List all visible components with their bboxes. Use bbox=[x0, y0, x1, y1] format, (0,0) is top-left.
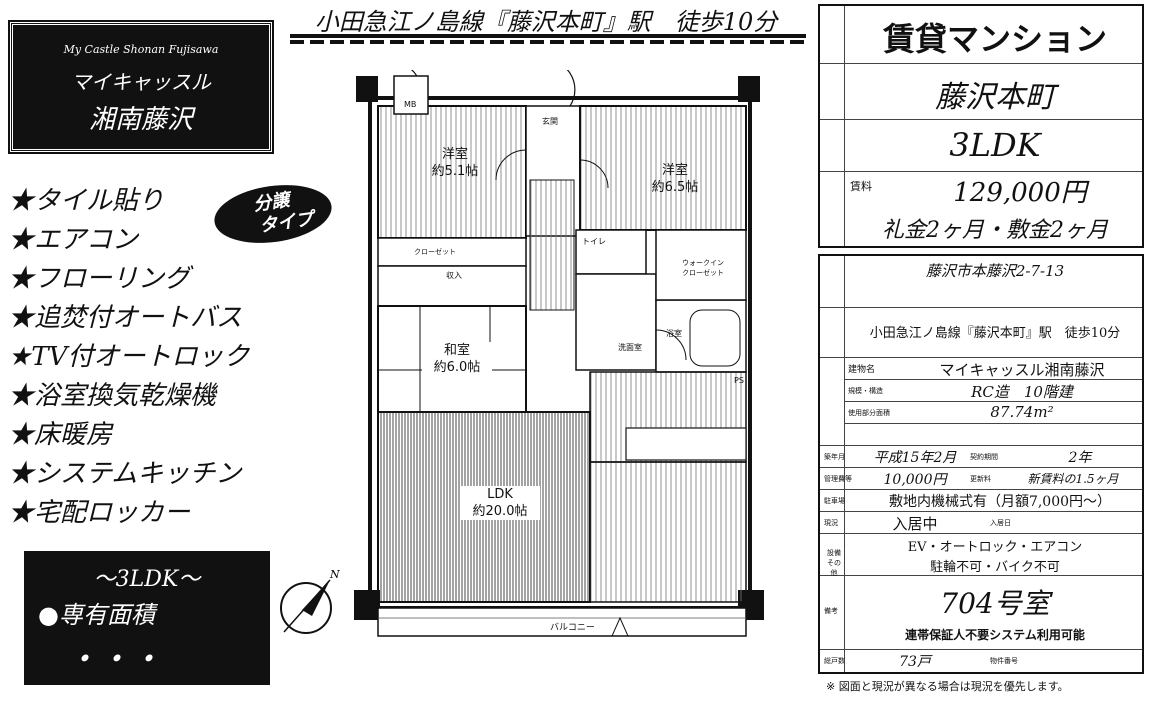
brand-english: My Castle Shonan Fujisawa bbox=[63, 43, 219, 56]
area-layout: ～3LDK～ bbox=[93, 567, 201, 592]
building-name-label: 建物名 bbox=[848, 365, 876, 375]
units-value: 73戸 bbox=[899, 654, 931, 670]
term-label: 契約期間 bbox=[970, 453, 998, 461]
feature-item: ★タイル貼り bbox=[8, 186, 165, 216]
area-label: 使用部分面積 bbox=[848, 409, 890, 417]
ldk-name: LDK bbox=[487, 487, 513, 502]
feature-item: ★追焚付オートバス bbox=[8, 303, 243, 333]
station-name: 藤沢本町 bbox=[935, 80, 1055, 115]
room-number: 704号室 bbox=[940, 587, 1050, 620]
rent-value: 129,000円 bbox=[953, 178, 1087, 208]
renewal-label: 更新料 bbox=[970, 475, 991, 483]
feature-item: ★TV付オートロック bbox=[8, 342, 250, 372]
toilet-label: トイレ bbox=[582, 237, 606, 246]
mb-label: MB bbox=[404, 100, 417, 109]
built-label: 築年月 bbox=[824, 453, 845, 461]
parking-label: 駐車場 bbox=[824, 497, 845, 505]
rent-summary-sheet: 賃貸マンション 藤沢本町 3LDK 賃料 129,000円 礼金2ヶ月・敷金2ヶ… bbox=[818, 4, 1144, 248]
sheet2-label-divider bbox=[844, 256, 845, 672]
bath-label: 浴室 bbox=[666, 329, 682, 338]
caption-underline bbox=[290, 34, 806, 38]
feature-list: ★タイル貼り ★エアコン ★フローリング ★追焚付オートバス ★TV付オートロッ… bbox=[8, 182, 278, 533]
feature-item: ★宅配ロッカー bbox=[8, 498, 191, 528]
feature-item: ★エアコン bbox=[8, 225, 139, 255]
area-box: ～3LDK～ ●専有面積 ・・・87.74m² bbox=[24, 551, 270, 718]
washroom-label: 洗面室 bbox=[618, 343, 642, 352]
area-label: ●専有面積 bbox=[38, 601, 155, 629]
western-room2-name: 洋室 bbox=[661, 163, 688, 178]
property-detail-sheet: 藤沢市本藤沢2-7-13 小田急江ノ島線『藤沢本町』駅 徒歩10分 建物名 マイ… bbox=[818, 254, 1144, 674]
property-id-label: 物件番号 bbox=[990, 657, 1018, 665]
brand-box: My Castle Shonan Fujisawa マイキャッスル 湘南藤沢 bbox=[8, 20, 274, 154]
feature-item: ★床暖房 bbox=[8, 420, 113, 450]
guarantor-note: 連帯保証人不要システム利用可能 bbox=[905, 628, 1085, 642]
access-value: 小田急江ノ島線『藤沢本町』駅 徒歩10分 bbox=[869, 326, 1121, 341]
parking-value: 敷地内機械式有（月額7,000円～） bbox=[888, 494, 1112, 510]
status-value: 入居中 bbox=[892, 515, 938, 533]
mgmt-fee-value: 10,000円 bbox=[883, 472, 947, 488]
built-value: 平成15年2月 bbox=[873, 450, 957, 466]
closet-label: クローゼット bbox=[414, 248, 456, 256]
brand-name-line2: 湘南藤沢 bbox=[88, 105, 193, 135]
top-caption: 小田急江ノ島線『藤沢本町』駅 徒歩10分 bbox=[314, 8, 778, 36]
status-label: 現況 bbox=[824, 519, 838, 527]
japanese-room-size: 約6.0帖 bbox=[433, 360, 481, 375]
ps-label: PS bbox=[734, 376, 744, 385]
deposit-value: 礼金2ヶ月・敷金2ヶ月 bbox=[882, 218, 1108, 243]
entrance-label: 玄関 bbox=[542, 117, 558, 126]
feature-item: ★浴室換気乾燥機 bbox=[8, 381, 217, 411]
movein-label: 入居日 bbox=[990, 519, 1011, 527]
north-label: N bbox=[329, 568, 340, 581]
term-value: 2年 bbox=[1068, 450, 1092, 466]
footnote: ※ 図面と現況が異なる場合は現況を優先します。 bbox=[826, 680, 1069, 693]
address-value: 藤沢市本藤沢2-7-13 bbox=[925, 262, 1065, 280]
facility-line1: EV・オートロック・エアコン bbox=[907, 540, 1083, 555]
renewal-value: 新賃料の1.5ヶ月 bbox=[1027, 472, 1119, 486]
caption-dashline bbox=[290, 40, 806, 44]
ldk-size: 約20.0帖 bbox=[472, 504, 528, 519]
facility-label: 設備その他 bbox=[827, 549, 841, 577]
sheet1-label-divider bbox=[844, 6, 845, 246]
compass-north-icon: N bbox=[280, 568, 340, 634]
room-layout: 3LDK bbox=[949, 126, 1041, 164]
western-room2-size: 約6.5帖 bbox=[651, 180, 699, 195]
area-value: 87.74m² bbox=[990, 403, 1054, 421]
balcony-label: バルコニー bbox=[550, 623, 595, 633]
structure-value: RC造 10階建 bbox=[971, 383, 1073, 401]
storage-label: 収入 bbox=[446, 271, 462, 280]
listing-type: 賃貸マンション bbox=[882, 20, 1107, 58]
walkin-closet-label: ウォークイン クローゼット bbox=[682, 259, 724, 277]
western-room1-size: 約5.1帖 bbox=[431, 164, 479, 179]
facility-line2: 駐輪不可・バイク不可 bbox=[930, 560, 1060, 575]
floor-plan: 洋室 約5.1帖 洋室 約6.5帖 和室 約6.0帖 LDK 約20.0帖 玄関… bbox=[350, 70, 770, 640]
building-name-value: マイキャッスル湘南藤沢 bbox=[939, 361, 1105, 379]
structure-label: 規模・構造 bbox=[848, 387, 883, 395]
units-label: 総戸数 bbox=[824, 657, 845, 665]
remarks-label: 備考 bbox=[824, 607, 838, 615]
brand-name-line1: マイキャッスル bbox=[71, 70, 211, 94]
area-value: ・・・87.74m² bbox=[66, 640, 201, 718]
feature-item: ★システムキッチン bbox=[8, 459, 242, 489]
rent-label: 賃料 bbox=[850, 180, 872, 193]
floor-plan-drawing bbox=[354, 70, 764, 637]
feature-item: ★フローリング bbox=[8, 264, 191, 294]
japanese-room-name: 和室 bbox=[443, 343, 470, 358]
mgmt-fee-label: 管理費等 bbox=[824, 475, 852, 483]
western-room1-name: 洋室 bbox=[441, 147, 468, 162]
